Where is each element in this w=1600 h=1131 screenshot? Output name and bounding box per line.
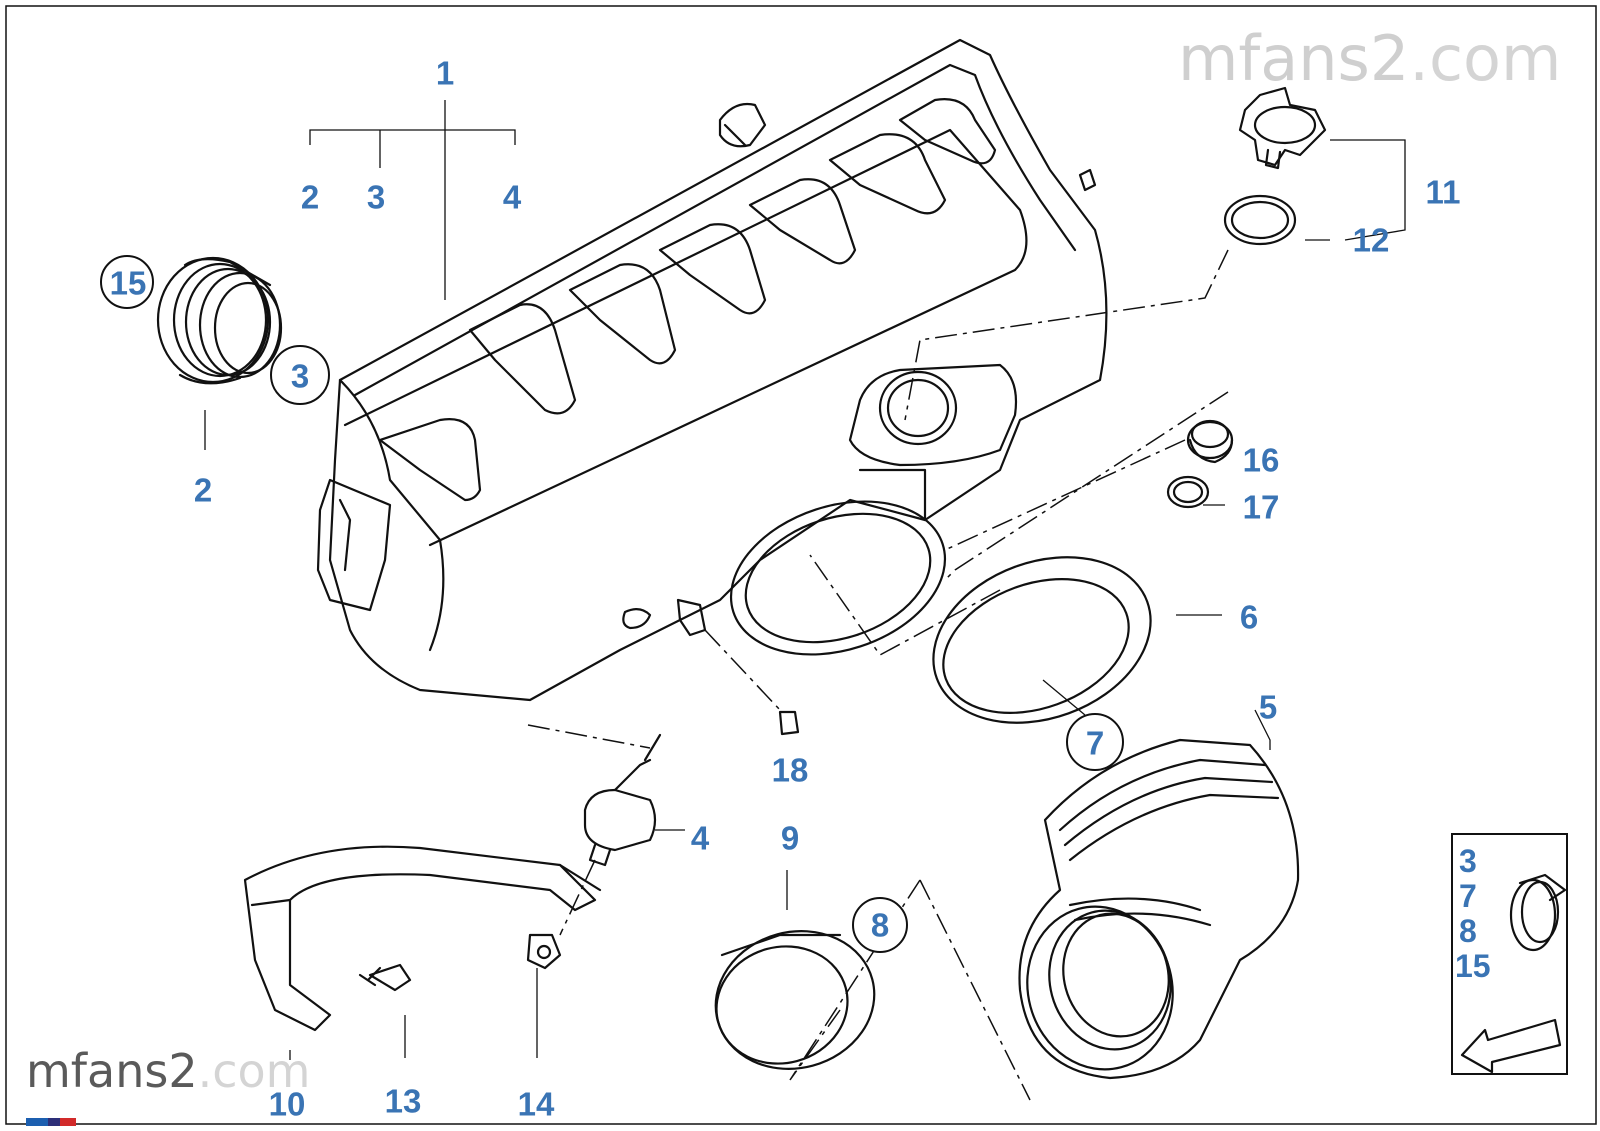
brand-stripe-red — [60, 1118, 76, 1126]
callout-11: 11 — [1425, 173, 1461, 211]
inlet-boot — [156, 256, 283, 385]
callout-18: 18 — [771, 751, 809, 789]
callout-5: 5 — [1258, 688, 1278, 726]
brand-stripe-navy — [48, 1118, 60, 1126]
legend-item-7: 7 — [1459, 878, 1477, 914]
legend-box: 3 7 8 15 — [1451, 833, 1568, 1075]
callout-17: 17 — [1242, 488, 1280, 526]
bolt-13 — [358, 963, 412, 992]
watermark-top-suffix: .com — [1409, 22, 1562, 95]
legend-item-15: 15 — [1455, 948, 1491, 984]
callout-14: 14 — [517, 1085, 555, 1123]
seal-ring-9 — [714, 930, 876, 1070]
callout-13: 13 — [384, 1082, 422, 1120]
plug-18 — [676, 598, 800, 736]
brand-stripe-blue — [26, 1118, 48, 1126]
callout-3-circled: 3 — [290, 357, 310, 395]
housing-outlet-flange — [729, 500, 947, 656]
back-arrow-icon — [1460, 1018, 1562, 1074]
nut-14 — [526, 933, 562, 970]
callout-9: 9 — [780, 819, 800, 857]
watermark-bottom-suffix: .com — [197, 1044, 311, 1098]
grommet-16 — [1186, 419, 1234, 464]
watermark-top: mfans2.com — [1178, 28, 1561, 90]
watermark-top-main: mfans2 — [1178, 22, 1410, 95]
callout-2-bottom: 2 — [193, 471, 213, 509]
watermark-bottom-main: mfans2 — [26, 1044, 198, 1098]
rubber-mount-4 — [583, 733, 662, 867]
callout-7-circled: 7 — [1085, 724, 1105, 762]
callout-4-bottom: 4 — [690, 819, 710, 857]
seal-ring-6 — [932, 556, 1152, 724]
ring-17 — [1166, 475, 1210, 509]
legend-item-8: 8 — [1459, 913, 1477, 949]
bracket-10 — [243, 845, 602, 1032]
callout-10: 10 — [268, 1085, 306, 1123]
callout-1: 1 — [435, 54, 455, 92]
o-ring-12 — [1223, 194, 1297, 246]
hose-clamp-icon — [1509, 873, 1567, 952]
callout-6: 6 — [1239, 598, 1259, 636]
callout-2-top: 2 — [300, 178, 320, 216]
filler-cap-knob — [1238, 86, 1327, 170]
watermark-bottom: mfans2.com — [26, 1048, 310, 1094]
intake-silencer-housing — [316, 38, 1108, 702]
callout-12: 12 — [1352, 221, 1390, 259]
callout-16: 16 — [1242, 441, 1280, 479]
callout-8-circled: 8 — [870, 906, 890, 944]
callout-15: 15 — [109, 264, 147, 302]
legend-item-3: 3 — [1459, 843, 1477, 879]
callout-3-top: 3 — [366, 178, 386, 216]
intake-bellows-5 — [1018, 738, 1300, 1080]
callout-4-top: 4 — [502, 178, 522, 216]
